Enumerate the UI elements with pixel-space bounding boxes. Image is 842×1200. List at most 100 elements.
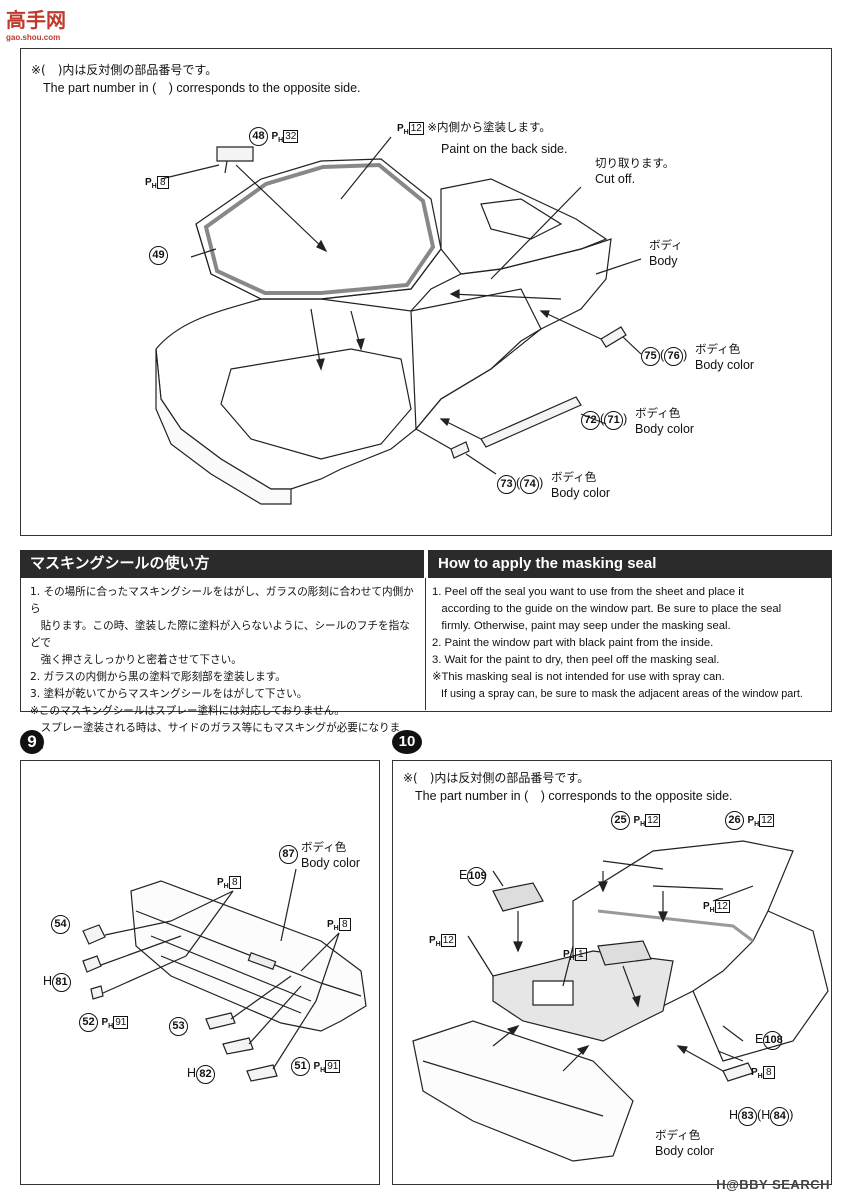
top-instruction-panel: ※( )内は反対側の部品番号です。 The part number in ( )… (20, 48, 832, 536)
part-52-number: 52 (79, 1013, 98, 1032)
h-prefix: H (43, 974, 53, 988)
howto-jp-line: 強く押さえしっかりと密着させて下さい。 (30, 654, 242, 666)
part-53-label: 53 (169, 1017, 188, 1036)
ph12-runner: 12 (714, 900, 730, 913)
body-color-jp: ボディ色 (695, 342, 741, 356)
cut-off-en: Cut off. (595, 172, 636, 186)
howto-en-line: 3. Wait for the paint to dry, then peel … (432, 654, 720, 666)
part-76-number: 76 (664, 347, 684, 366)
part-26-number: 26 (725, 811, 744, 830)
h-prefix: H (761, 1108, 771, 1122)
part-49-label: 49 (149, 246, 168, 265)
body-color-jp: ボディ色 (635, 406, 681, 420)
ph12-runner: 12 (645, 814, 661, 827)
paint-backside-jp: ※内側から塗装します。 (427, 120, 551, 134)
body-color-en: Body color (635, 422, 695, 436)
part-73-number: 73 (497, 475, 516, 494)
part-71-number: 71 (604, 411, 624, 430)
opposite-side-note-jp: ※( )内は反対側の部品番号です。 (31, 63, 218, 77)
howto-jp-line: 1. その場所に合ったマスキングシールをはがし、ガラスの彫刻に合わせて内側から (30, 586, 414, 615)
part-48-number: 48 (249, 127, 268, 146)
body-color-en: Body color (655, 1144, 715, 1158)
part-87-label: 87 ボディ色 Body color (279, 840, 360, 870)
howto-jp-line: ※このマスキングシールはスプレー塗料には対応しておりません。 (30, 705, 345, 717)
ph12-runner: 12 (408, 122, 424, 135)
step-10-panel: ※( )内は反対側の部品番号です。 The part number in ( )… (392, 760, 832, 1185)
body-color-en: Body color (301, 856, 361, 870)
cut-off-jp: 切り取ります。 (595, 156, 675, 170)
masking-howto-title-jp: マスキングシールの使い方 (20, 550, 424, 578)
body-color-jp: ボディ色 (655, 1128, 701, 1142)
part-48-runner: 32 (283, 130, 299, 143)
body-color-en: Body color (695, 358, 755, 372)
ph12-runner: 12 (440, 934, 456, 947)
e-prefix: E (459, 868, 468, 882)
ph8-runner: 8 (228, 876, 241, 889)
part-84-number: 84 (770, 1107, 790, 1126)
part-72-number: 72 (581, 411, 600, 430)
part-74-number: 74 (520, 475, 540, 494)
howto-jp-line: 貼ります。この時、塗装した際に塗料が入らないように、シールのフチを指などで (30, 620, 410, 649)
part-81-number: 81 (52, 973, 72, 992)
howto-jp-line: スプレー塗装される時は、サイドのガラス等にもマスキングが必要になります。 (30, 722, 401, 751)
front-bumper-diagram (21, 761, 379, 1184)
part-75-number: 75 (641, 347, 660, 366)
howto-en-line: If using a spray can, be sure to mask th… (432, 688, 803, 700)
site-logo-main: 高手网 (6, 10, 66, 32)
part-83-number: 83 (738, 1107, 758, 1126)
howto-en-instructions: 1. Peel off the seal you want to use fro… (432, 584, 830, 703)
body-color-jp: ボディ色 (551, 470, 597, 484)
masking-howto-box (20, 578, 832, 712)
step-10-number: 10 (392, 730, 422, 754)
cut-off-label: 切り取ります。 Cut off. (595, 155, 674, 187)
part-108-number: 108 (763, 1031, 783, 1050)
howto-jp-line: 2. ガラスの内側から黒の塗料で彫刻部を塗装します。 (30, 671, 286, 683)
h-prefix: H (187, 1066, 197, 1080)
e-prefix: E (755, 1032, 764, 1046)
site-logo: 高手网 gao.shou.com (6, 4, 66, 42)
body-color-jp: ボディ色 (301, 840, 347, 854)
ph91-runner: 91 (113, 1016, 129, 1029)
body-color-en: Body color (551, 486, 611, 500)
part-e109-label: E109 (459, 867, 487, 886)
part-87-number: 87 (279, 845, 298, 864)
howto-jp-line: 3. 塗料が乾いてからマスキングシールをはがして下さい。 (30, 688, 308, 700)
howto-en-line: firmly. Otherwise, paint may seep under … (432, 620, 731, 632)
body-label: ボディ Body (649, 237, 683, 269)
part-73-74-label: 73(74) ボディ色 Body color (497, 470, 610, 500)
part-53-number: 53 (169, 1017, 188, 1036)
step10-opposite-note-jp: ※( )内は反対側の部品番号です。 (403, 771, 590, 785)
step10-body-color-label: ボディ色 Body color (655, 1127, 714, 1159)
ph91-runner: 91 (325, 1060, 341, 1073)
ph1-runner: 1 (574, 948, 587, 961)
part-e108-label: E108 (755, 1031, 783, 1050)
part-72-71-label: 72(71) ボディ色 Body color (581, 406, 694, 436)
hobbysearch-watermark: H@BBY SEARCH (716, 1177, 830, 1192)
h-prefix: H (729, 1108, 739, 1122)
part-49-number: 49 (149, 246, 168, 265)
part-54-number: 54 (51, 915, 70, 934)
step-9-number: 9 (20, 730, 44, 754)
part-25-number: 25 (611, 811, 630, 830)
howto-en-line: ※This masking seal is not intended for u… (432, 671, 725, 683)
body-en: Body (649, 254, 678, 268)
site-logo-sub: gao.shou.com (6, 33, 61, 42)
body-assembly-diagram (21, 49, 831, 535)
part-109-number: 109 (467, 867, 487, 886)
part-51-number: 51 (291, 1057, 310, 1076)
front-assembly-diagram (393, 761, 831, 1184)
